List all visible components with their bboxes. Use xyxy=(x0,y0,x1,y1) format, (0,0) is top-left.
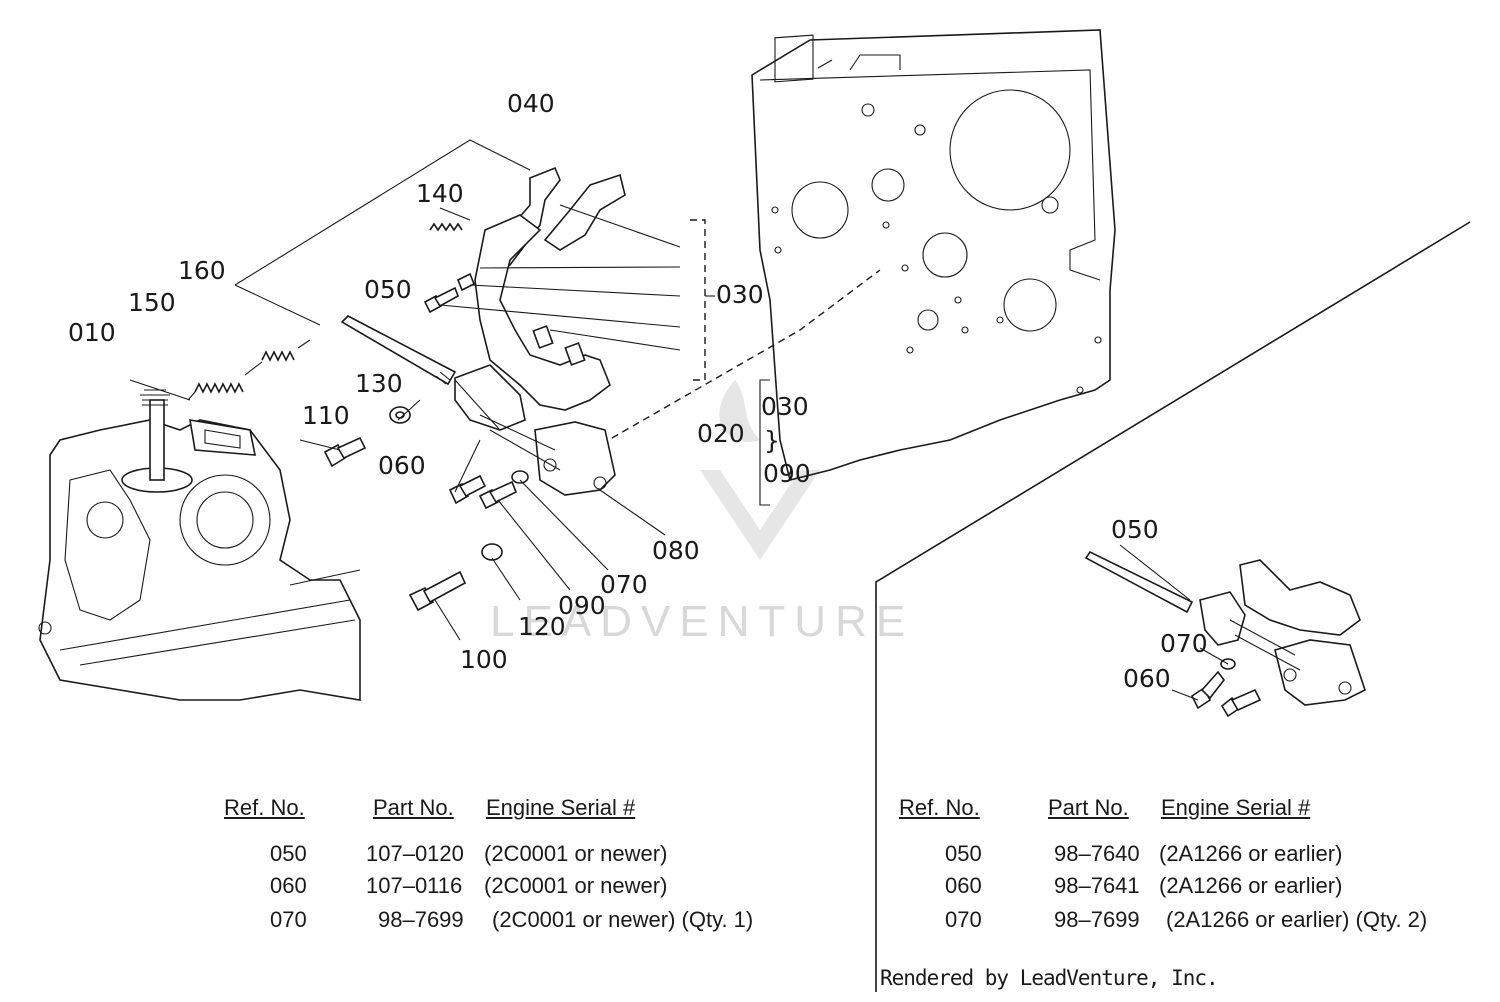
callout-100: 100 xyxy=(460,645,508,674)
leader-lines xyxy=(129,139,881,641)
row-serial: (2C0001 or newer) (Qty. 1) xyxy=(492,907,754,932)
row-part: 98–7641 xyxy=(1054,873,1140,898)
header-engine-serial: Engine Serial # xyxy=(486,795,636,820)
header-engine-serial: Engine Serial # xyxy=(1161,795,1311,820)
callout-070: 070 xyxy=(600,570,648,599)
callout-150: 150 xyxy=(128,288,176,317)
row-serial: (2A1266 or earlier) xyxy=(1159,841,1343,866)
header-ref-no: Ref. No. xyxy=(899,795,980,820)
row-ref: 050 xyxy=(270,841,307,866)
row-ref: 060 xyxy=(270,873,307,898)
watermark-text: LEADVENTURE xyxy=(490,597,914,646)
row-ref: 060 xyxy=(945,873,982,898)
callout-labels: 040 140 160 050 150 010 030 130 110 060 … xyxy=(68,89,1208,693)
row-serial: (2A1266 or earlier) (Qty. 2) xyxy=(1166,907,1428,932)
header-part-no: Part No. xyxy=(1048,795,1129,820)
row-serial: (2A1266 or earlier) xyxy=(1159,873,1343,898)
inset-divider xyxy=(875,221,1471,992)
callout-040: 040 xyxy=(507,89,555,118)
row-part: 98–7640 xyxy=(1054,841,1140,866)
header-ref-no: Ref. No. xyxy=(224,795,305,820)
row-serial: (2C0001 or newer) xyxy=(484,841,668,866)
row-ref: 070 xyxy=(270,907,307,932)
header-part-no: Part No. xyxy=(373,795,454,820)
inset-callout-060: 060 xyxy=(1123,664,1171,693)
callout-050: 050 xyxy=(364,275,412,304)
callout-160: 160 xyxy=(178,256,226,285)
gear-case xyxy=(38,389,361,701)
callout-090: 090 xyxy=(558,591,606,620)
row-part: 98–7699 xyxy=(378,907,464,932)
row-serial: (2C0001 or newer) xyxy=(484,873,668,898)
callout-120: 120 xyxy=(518,612,566,641)
callout-080: 080 xyxy=(652,536,700,565)
callout-range-brace: } xyxy=(764,426,780,455)
callout-030-range-start: 030 xyxy=(761,392,809,421)
callout-010: 010 xyxy=(68,318,116,347)
inset-callout-050: 050 xyxy=(1111,515,1159,544)
row-part: 107–0120 xyxy=(366,841,464,866)
row-part: 98–7699 xyxy=(1054,907,1140,932)
fasteners xyxy=(323,272,529,612)
row-part: 107–0116 xyxy=(366,873,463,898)
watermark: LEADVENTURE xyxy=(490,380,914,646)
callout-060: 060 xyxy=(378,451,426,480)
callout-140: 140 xyxy=(416,179,464,208)
callout-020: 020 xyxy=(697,419,745,448)
inset-callout-070: 070 xyxy=(1160,629,1208,658)
inset-detail xyxy=(1084,544,1366,718)
callout-130: 130 xyxy=(355,369,403,398)
callout-090-range-end: 090 xyxy=(763,459,811,488)
footer-credit: Rendered by LeadVenture, Inc. xyxy=(880,966,1219,990)
shaft-050 xyxy=(340,315,457,386)
springs xyxy=(187,222,463,401)
engine-block xyxy=(751,29,1116,481)
row-ref: 050 xyxy=(945,841,982,866)
governor-assembly xyxy=(454,166,626,496)
callout-110: 110 xyxy=(302,401,350,430)
callout-030: 030 xyxy=(716,280,764,309)
row-ref: 070 xyxy=(945,907,982,932)
